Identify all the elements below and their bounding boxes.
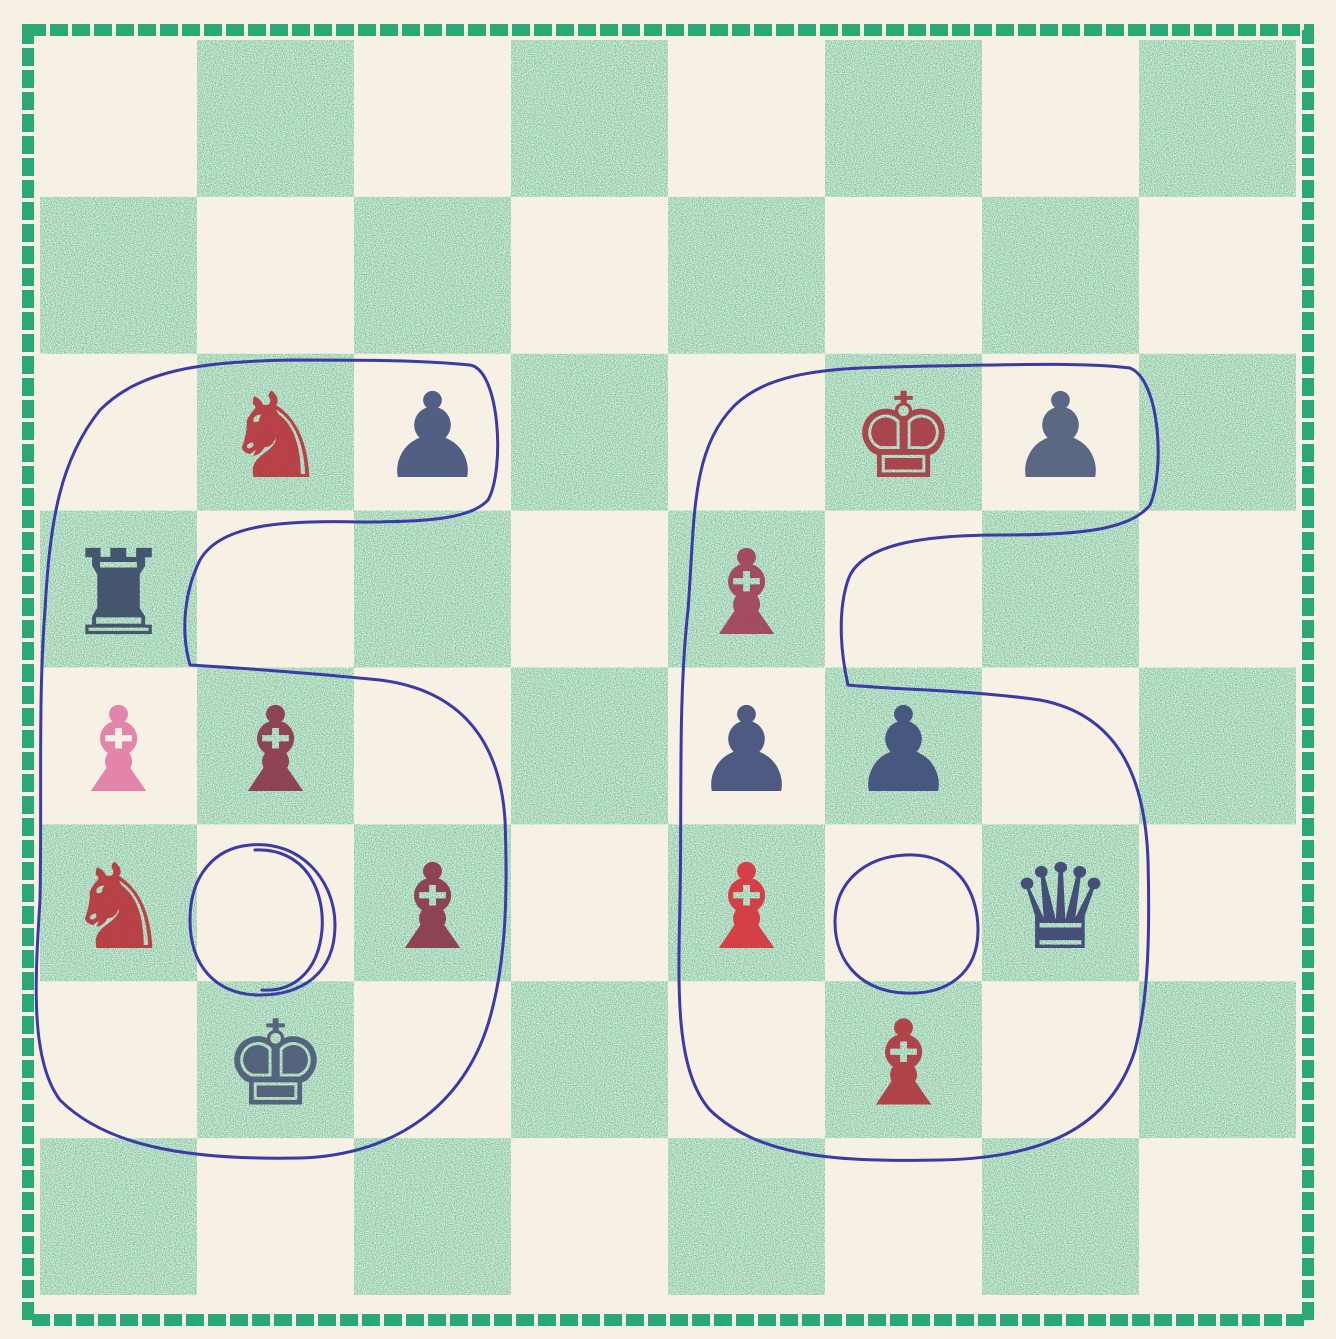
square-d3 bbox=[511, 824, 668, 981]
square-c8 bbox=[354, 40, 511, 197]
square-e1 bbox=[668, 1138, 825, 1295]
square-d5 bbox=[511, 511, 668, 668]
square-a1 bbox=[40, 1138, 197, 1295]
square-d8 bbox=[511, 40, 668, 197]
square-h8 bbox=[1139, 40, 1296, 197]
square-a7 bbox=[40, 197, 197, 354]
square-h6 bbox=[1139, 354, 1296, 511]
square-g1 bbox=[982, 1138, 1139, 1295]
bishop-icon: ♝ bbox=[694, 524, 800, 662]
square-f8 bbox=[825, 40, 982, 197]
knight-icon: ♞ bbox=[66, 838, 172, 976]
king-icon: ♚ bbox=[223, 995, 329, 1133]
square-a6 bbox=[40, 354, 197, 511]
square-a8 bbox=[40, 40, 197, 197]
knight-icon: ♞ bbox=[223, 367, 329, 505]
square-b1 bbox=[197, 1138, 354, 1295]
rook-icon: ♜ bbox=[66, 524, 172, 662]
square-e6 bbox=[668, 354, 825, 511]
square-b8 bbox=[197, 40, 354, 197]
square-h7 bbox=[1139, 197, 1296, 354]
square-b3 bbox=[197, 824, 354, 981]
square-c2 bbox=[354, 981, 511, 1138]
bishop-icon: ♝ bbox=[851, 995, 957, 1133]
square-h3 bbox=[1139, 824, 1296, 981]
pawn-icon: ♟ bbox=[380, 367, 486, 505]
square-g2 bbox=[982, 981, 1139, 1138]
square-f5 bbox=[825, 511, 982, 668]
pawn-icon: ♟ bbox=[694, 681, 800, 819]
square-g8 bbox=[982, 40, 1139, 197]
square-e7 bbox=[668, 197, 825, 354]
bishop-icon: ♝ bbox=[380, 838, 486, 976]
bishop-icon: ♝ bbox=[223, 681, 329, 819]
square-d7 bbox=[511, 197, 668, 354]
square-d2 bbox=[511, 981, 668, 1138]
square-h5 bbox=[1139, 511, 1296, 668]
square-f3 bbox=[825, 824, 982, 981]
square-h4 bbox=[1139, 668, 1296, 825]
square-b7 bbox=[197, 197, 354, 354]
square-c7 bbox=[354, 197, 511, 354]
square-d1 bbox=[511, 1138, 668, 1295]
bishop-icon: ♝ bbox=[66, 681, 172, 819]
square-g7 bbox=[982, 197, 1139, 354]
square-b5 bbox=[197, 511, 354, 668]
square-h2 bbox=[1139, 981, 1296, 1138]
pawn-icon: ♟ bbox=[851, 681, 957, 819]
square-f7 bbox=[825, 197, 982, 354]
square-d6 bbox=[511, 354, 668, 511]
square-e8 bbox=[668, 40, 825, 197]
pawn-icon: ♟ bbox=[1008, 367, 1114, 505]
square-c1 bbox=[354, 1138, 511, 1295]
square-d4 bbox=[511, 668, 668, 825]
king-icon: ♚ bbox=[851, 367, 957, 505]
square-h1 bbox=[1139, 1138, 1296, 1295]
bishop-icon: ♝ bbox=[694, 838, 800, 976]
square-a2 bbox=[40, 981, 197, 1138]
square-c5 bbox=[354, 511, 511, 668]
square-e2 bbox=[668, 981, 825, 1138]
queen-icon: ♛ bbox=[1008, 838, 1114, 976]
